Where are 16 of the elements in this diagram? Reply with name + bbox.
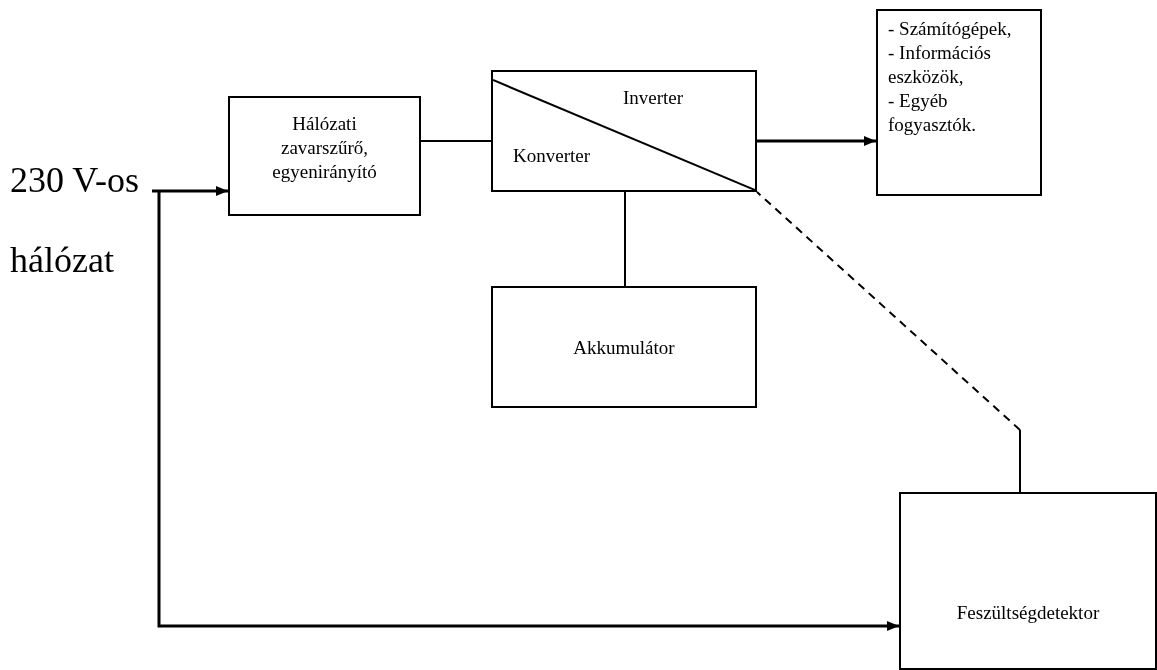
connector-arrow [757,136,876,146]
box-label: - Egyéb fogyasztók. [888,89,978,137]
box-label: Hálózati zavarszűrő, egyenirányító [271,112,378,184]
source-label: 230 V-os hálózat [10,159,141,282]
box-label: Konverter [513,144,592,168]
box-label: - Számítógépek, [888,17,1013,41]
box-label: - Információs eszközök, [888,41,992,89]
process-box [228,96,421,216]
process-box [876,9,1042,196]
process-box [899,492,1157,670]
box-label: Inverter [623,86,685,110]
connector-arrow [152,186,228,196]
process-box [491,286,757,408]
box-label: Feszültségdetektor [955,601,1101,625]
connector-arrow [157,191,899,631]
box-label: Akkumulátor [572,336,676,360]
